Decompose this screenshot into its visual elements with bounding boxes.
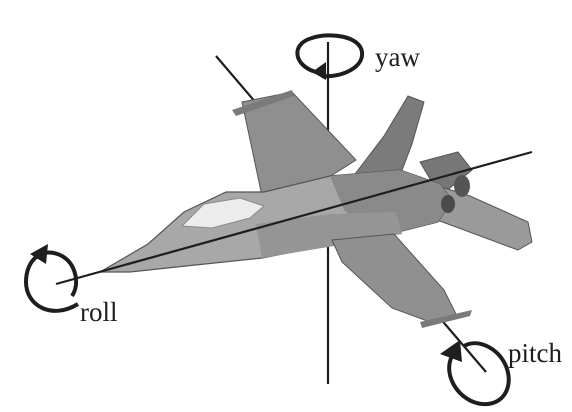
roll-label: roll	[80, 299, 118, 326]
yaw-label: yaw	[375, 44, 420, 71]
roll-rotation-arrow-icon	[26, 244, 78, 311]
pitch-rotation-arrow-icon	[440, 340, 509, 404]
yaw-rotation-arrow-icon	[297, 35, 362, 80]
pitch-label: pitch	[508, 340, 562, 367]
fighter-jet-icon	[100, 90, 532, 328]
